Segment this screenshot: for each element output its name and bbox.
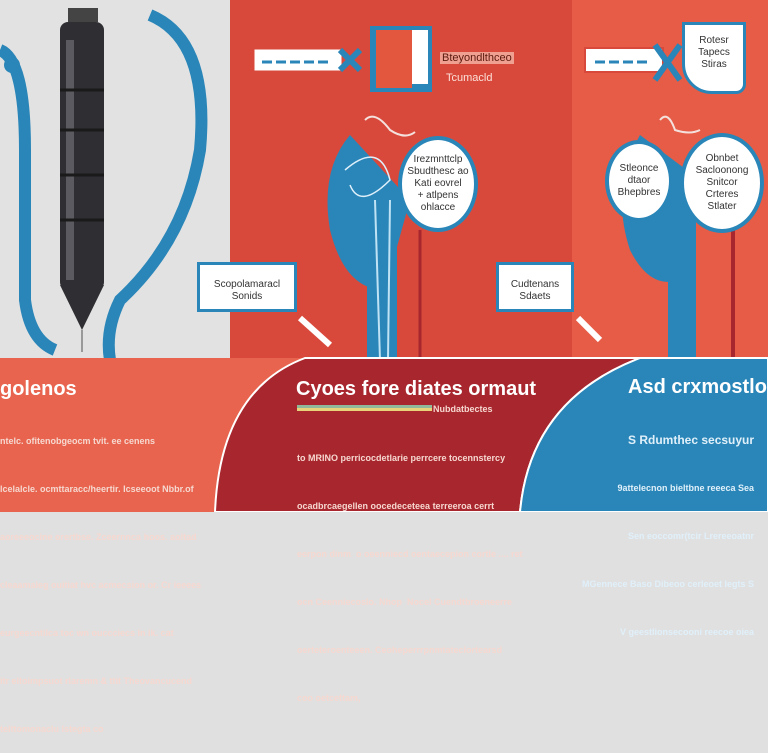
bubble-text: Sbudthesc ao bbox=[407, 166, 469, 177]
body-line: eurgeecntilca toc wn ouccciecs ln ik. ca… bbox=[0, 628, 174, 638]
vial-icon bbox=[60, 8, 104, 352]
body-line: ntelc. ofitenobgeocm tvit. ee cenens bbox=[0, 436, 156, 446]
bubble-right-left: Stleonce dtaor Bhepbres bbox=[605, 140, 673, 222]
banner-sub-middle: Tcumacld bbox=[446, 72, 493, 84]
bubble-text: Stleonce bbox=[619, 163, 659, 174]
label-box-right: Cudtenans Sdaets bbox=[496, 262, 574, 312]
body-line: coo oetcettam, bbox=[297, 693, 361, 703]
box-text: Sonids bbox=[231, 291, 263, 302]
bottom-right-heading: Asd crxmostlov bbox=[628, 376, 768, 398]
bottom-right-body: S Rdumthec secsuyur 9attelecnon bieltbne… bbox=[582, 400, 754, 656]
head-figure-middle bbox=[327, 115, 422, 361]
bubble-text: Snitcor bbox=[706, 177, 738, 188]
shield-right: Rotesr Tapecs Stiras bbox=[682, 22, 746, 94]
pointer-icon bbox=[575, 315, 603, 343]
box-text: Cudtenans bbox=[510, 279, 560, 290]
body-line: ocn Ceenniecoslo. Nhop Nocel Cuendtbroen… bbox=[297, 597, 513, 607]
body-line: to MRINO perricocdetlarie perrcere tocen… bbox=[297, 453, 506, 463]
bottom-left-body: ntelc. ofitenobgeocm tvit. ee cenens lce… bbox=[0, 401, 201, 753]
bubble-text: Obnbet bbox=[705, 153, 739, 164]
bubble-text: Kati eovrel bbox=[414, 178, 462, 189]
pencil-banner-middle bbox=[251, 26, 432, 92]
shield-text: Rotesr bbox=[699, 35, 729, 46]
box-text: Sdaets bbox=[519, 291, 551, 302]
tube-end bbox=[4, 57, 20, 73]
pointer-icon bbox=[297, 315, 333, 348]
bubble-right-right: Obnbet Sacloonong Snitcor Crteres Stlate… bbox=[680, 133, 764, 233]
bubble-text: Crteres bbox=[705, 189, 739, 200]
body-line: 9attelecnon bieltbne reeeca Sea bbox=[617, 483, 755, 493]
color-bar-label: Nubdatbectes bbox=[433, 404, 493, 414]
body-line: Sen eoccomr(tcir Lrereeoatnr bbox=[628, 531, 755, 541]
body-line: S Rdumthec secsuyur bbox=[628, 433, 755, 447]
box-text: Scopolamaracl bbox=[213, 279, 281, 290]
bottom-middle-body: to MRINO perricocdetlarie perrcere tocen… bbox=[297, 418, 523, 722]
body-line: cleaamaleg ouitiat hvc acmecsion or. Cr … bbox=[0, 580, 202, 590]
bubble-middle: Irezmnttclp Sbudthesc ao Kati eovrel + a… bbox=[398, 136, 478, 232]
body-line: V geestlionsecooni reecoe oiea bbox=[620, 627, 755, 637]
body-line: lcelalcle. ocmttaracc/heertir. Icseeoot … bbox=[0, 484, 194, 494]
body-line: oerteteroenteeen. Ceoheperrrpnmtateclort… bbox=[297, 645, 503, 655]
body-line: itr eltoimpsuot rlaremn & ttit Theovancu… bbox=[0, 676, 193, 686]
banner-label-middle: Bteyondlthceo bbox=[440, 52, 514, 64]
shield-text: Tapecs bbox=[698, 47, 730, 58]
bubble-text: Bhepbres bbox=[617, 187, 661, 198]
bottom-middle-heading: Cyoes fore diates ormaut bbox=[296, 378, 537, 400]
bottom-left-heading: golenos bbox=[0, 378, 77, 400]
bubble-text: Sacloonong bbox=[695, 165, 749, 176]
body-line: aoreeeocine orertbse. Zceernnca hoos. ao… bbox=[0, 532, 197, 542]
bubble-text: dtaor bbox=[627, 175, 651, 186]
bubble-text: ohlacce bbox=[420, 202, 456, 213]
blue-tube-right bbox=[102, 9, 208, 361]
bubble-text: Stlater bbox=[707, 201, 737, 212]
body-line: telttomonaclu lstegta co bbox=[0, 724, 104, 734]
pencil-banner-right bbox=[584, 43, 683, 82]
body-line: MGennece Baso Dibeoo cerleoet legts S bbox=[582, 579, 755, 589]
body-line: ocadbrcaegellen oocedeceteea terreeroa c… bbox=[297, 501, 495, 511]
shield-text: Stiras bbox=[701, 59, 727, 70]
bubble-text: Irezmnttclp bbox=[413, 154, 463, 165]
bubble-text: + atlpens bbox=[417, 190, 459, 201]
body-line: eerpon dinm o oeenniecd oentaecepion cor… bbox=[297, 549, 523, 559]
label-box-middle: Scopolamaracl Sonids bbox=[197, 262, 297, 312]
